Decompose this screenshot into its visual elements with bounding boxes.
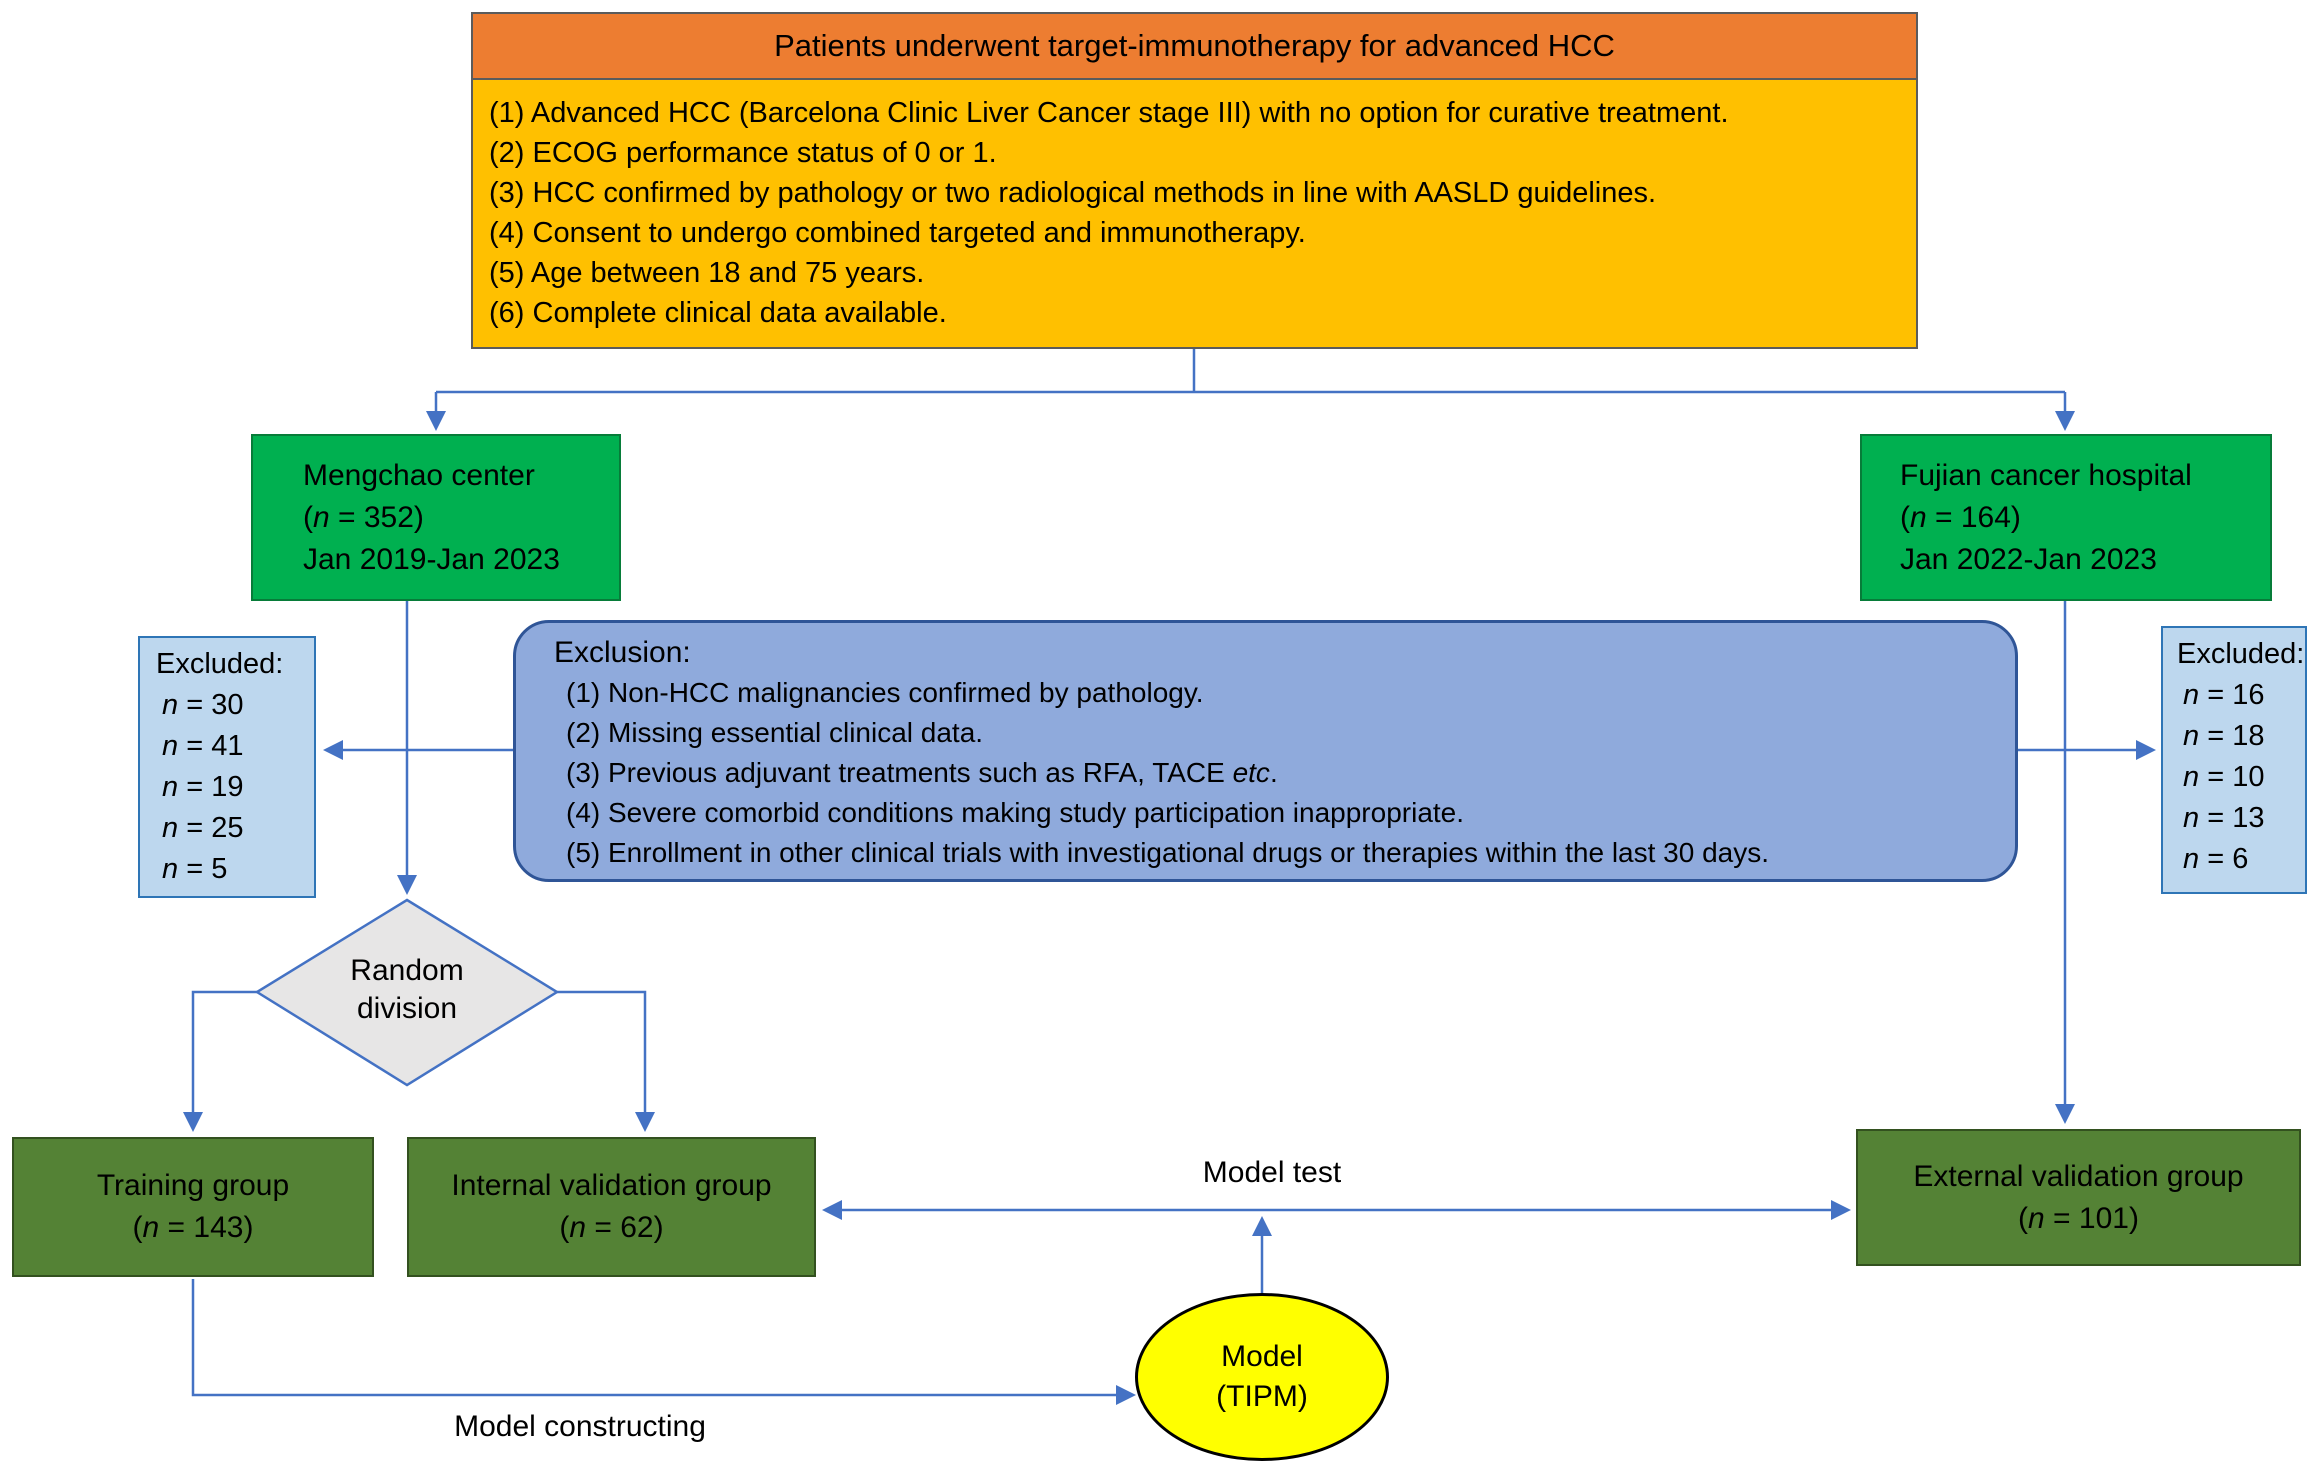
excluded-count: n = 5 bbox=[162, 853, 228, 885]
exclusion-item: (4) Severe comorbid conditions making st… bbox=[566, 797, 1465, 828]
model-test-label: Model test bbox=[1202, 1156, 1342, 1189]
exclusion-item: (1) Non-HCC malignancies confirmed by pa… bbox=[566, 677, 1204, 708]
internal-validation-box: Internal validation group (n = 62) bbox=[407, 1137, 816, 1277]
excluded-count: n = 16 bbox=[2183, 679, 2265, 711]
criterion-line: (4) Consent to undergo combined targeted… bbox=[489, 217, 1306, 249]
sample-size: (n = 143) bbox=[132, 1211, 254, 1244]
model-constructing-label: Model constructing bbox=[454, 1410, 706, 1443]
excluded-right-box: Excluded: n = 16 n = 18 n = 10 n = 13 n … bbox=[2161, 626, 2307, 894]
inclusion-criteria-list: (1) Advanced HCC (Barcelona Clinic Liver… bbox=[473, 80, 1916, 347]
enrollment-period: Jan 2022-Jan 2023 bbox=[1900, 542, 2157, 576]
excluded-title: Excluded: bbox=[2177, 638, 2305, 670]
criterion-line: (3) HCC confirmed by pathology or two ra… bbox=[489, 177, 1657, 209]
sample-size: (n = 352) bbox=[303, 500, 424, 534]
model-name: Model bbox=[1221, 1340, 1303, 1373]
excluded-count: n = 10 bbox=[2183, 761, 2265, 793]
group-name: Training group bbox=[96, 1169, 290, 1202]
arrow-diamond-to-training bbox=[183, 990, 257, 1132]
exclusion-item: (5) Enrollment in other clinical trials … bbox=[566, 837, 1770, 868]
sample-size: (n = 164) bbox=[1900, 500, 2021, 534]
arrow-model-constructing bbox=[191, 1279, 1136, 1405]
exclusion-item: (2) Missing essential clinical data. bbox=[566, 717, 984, 748]
exclusion-item: (3) Previous adjuvant treatments such as… bbox=[566, 757, 1278, 788]
center-name: Mengchao center bbox=[303, 458, 535, 492]
excluded-count: n = 6 bbox=[2183, 843, 2249, 875]
arrow-diamond-to-internal bbox=[557, 990, 655, 1132]
excluded-count: n = 18 bbox=[2183, 720, 2265, 752]
excluded-left-box: Excluded: n = 30 n = 41 n = 19 n = 25 n … bbox=[138, 636, 316, 898]
random-division-label: Random division bbox=[350, 954, 464, 1025]
mengchao-center-box: Mengchao center (n = 352) Jan 2019-Jan 2… bbox=[251, 434, 621, 601]
random-division-diamond bbox=[254, 898, 560, 1087]
external-validation-box: External validation group (n = 101) bbox=[1856, 1129, 2301, 1266]
model-ellipse: Model (TIPM) bbox=[1135, 1293, 1389, 1461]
criterion-line: (2) ECOG performance status of 0 or 1. bbox=[489, 137, 997, 169]
fujian-hospital-box: Fujian cancer hospital (n = 164) Jan 202… bbox=[1860, 434, 2272, 601]
excluded-count: n = 13 bbox=[2183, 802, 2265, 834]
inclusion-header: Patients underwent target-immunotherapy … bbox=[473, 14, 1916, 80]
exclusion-title: Exclusion: bbox=[554, 636, 691, 669]
top-split-line bbox=[436, 346, 2065, 394]
enrollment-period: Jan 2019-Jan 2023 bbox=[303, 542, 560, 576]
excluded-count: n = 30 bbox=[162, 689, 244, 721]
sample-size: (n = 101) bbox=[2018, 1201, 2139, 1235]
excluded-count: n = 25 bbox=[162, 812, 244, 844]
training-group-box: Training group (n = 143) bbox=[12, 1137, 374, 1277]
sample-size: (n = 62) bbox=[559, 1211, 664, 1244]
excluded-title: Excluded: bbox=[156, 648, 284, 680]
excluded-count: n = 41 bbox=[162, 730, 244, 762]
inclusion-title: Patients underwent target-immunotherapy … bbox=[774, 28, 1615, 63]
group-name: External validation group bbox=[1913, 1159, 2244, 1193]
inclusion-criteria-box: Patients underwent target-immunotherapy … bbox=[471, 12, 1918, 349]
criterion-line: (6) Complete clinical data available. bbox=[489, 297, 947, 329]
criterion-line: (1) Advanced HCC (Barcelona Clinic Liver… bbox=[489, 97, 1729, 129]
center-name: Fujian cancer hospital bbox=[1900, 458, 2192, 492]
exclusion-criteria-box: Exclusion: (1) Non-HCC malignancies conf… bbox=[513, 620, 2018, 882]
model-abbreviation: (TIPM) bbox=[1216, 1380, 1308, 1413]
group-name: Internal validation group bbox=[451, 1169, 772, 1202]
excluded-count: n = 19 bbox=[162, 771, 244, 803]
criterion-line: (5) Age between 18 and 75 years. bbox=[489, 257, 925, 289]
